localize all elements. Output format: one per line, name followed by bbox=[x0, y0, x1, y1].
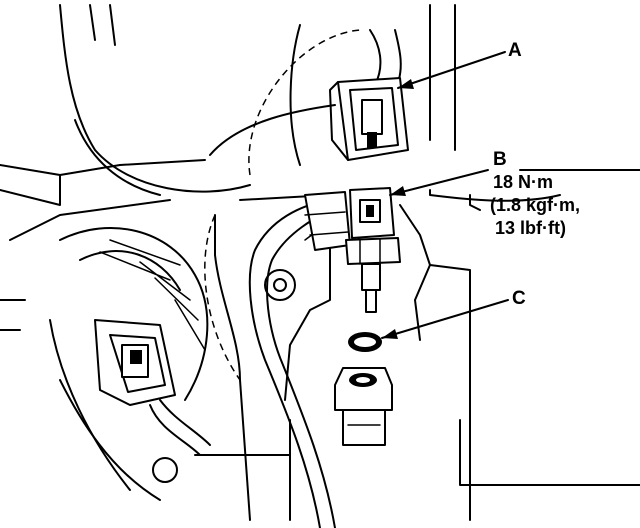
label-b: B bbox=[493, 149, 507, 170]
left-connector-assembly bbox=[49, 227, 211, 501]
leader-lines bbox=[381, 51, 509, 339]
harness-bracket bbox=[264, 191, 351, 301]
washer-c bbox=[348, 332, 382, 352]
dashed-hose-outline bbox=[204, 29, 361, 381]
label-a: A bbox=[508, 40, 522, 61]
torque-spec-metric: 18 N·m bbox=[493, 172, 553, 192]
torque-spec-lbf: 13 lbf·ft) bbox=[495, 218, 566, 238]
connector-a bbox=[329, 77, 409, 161]
torque-spec-kgf: (1.8 kgf·m, bbox=[490, 195, 580, 215]
label-c: C bbox=[512, 288, 526, 309]
mounting-port bbox=[334, 367, 393, 446]
sensor-b bbox=[345, 187, 401, 313]
torque-spec: 18 N·m (1.8 kgf·m, 13 lbf·ft) bbox=[490, 172, 580, 238]
engine-block-outline bbox=[0, 4, 640, 521]
